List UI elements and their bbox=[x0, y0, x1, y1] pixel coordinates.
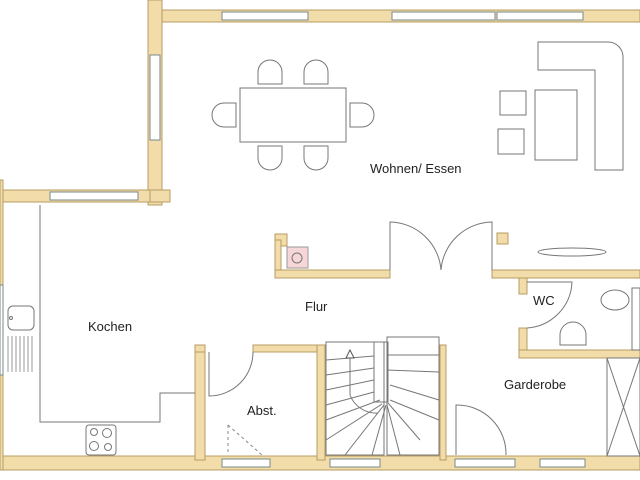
front-door[interactable] bbox=[455, 404, 507, 456]
dining-table bbox=[211, 59, 375, 171]
drainboard bbox=[7, 336, 33, 372]
stove bbox=[85, 424, 117, 456]
room-label-kitchen: Kochen bbox=[88, 319, 133, 334]
room-label-hall: Flur bbox=[305, 299, 328, 314]
sideboard bbox=[537, 247, 607, 257]
toilet bbox=[600, 289, 630, 311]
room-label-wc: WC bbox=[533, 293, 555, 308]
windows bbox=[0, 11, 586, 468]
storage-door[interactable] bbox=[208, 351, 254, 397]
kitchen-counter bbox=[39, 205, 195, 423]
room-label-living: Wohnen/ Essen bbox=[370, 161, 462, 176]
staircase bbox=[325, 336, 440, 456]
wardrobe bbox=[606, 357, 640, 457]
chimney bbox=[286, 246, 309, 269]
washbasin bbox=[559, 321, 587, 346]
sofa bbox=[497, 41, 624, 171]
double-door[interactable] bbox=[389, 221, 493, 271]
wc-door[interactable] bbox=[526, 281, 573, 329]
sink bbox=[7, 305, 35, 331]
room-label-cloakroom: Garderobe bbox=[504, 377, 567, 392]
room-label-storage: Abst. bbox=[247, 403, 277, 418]
